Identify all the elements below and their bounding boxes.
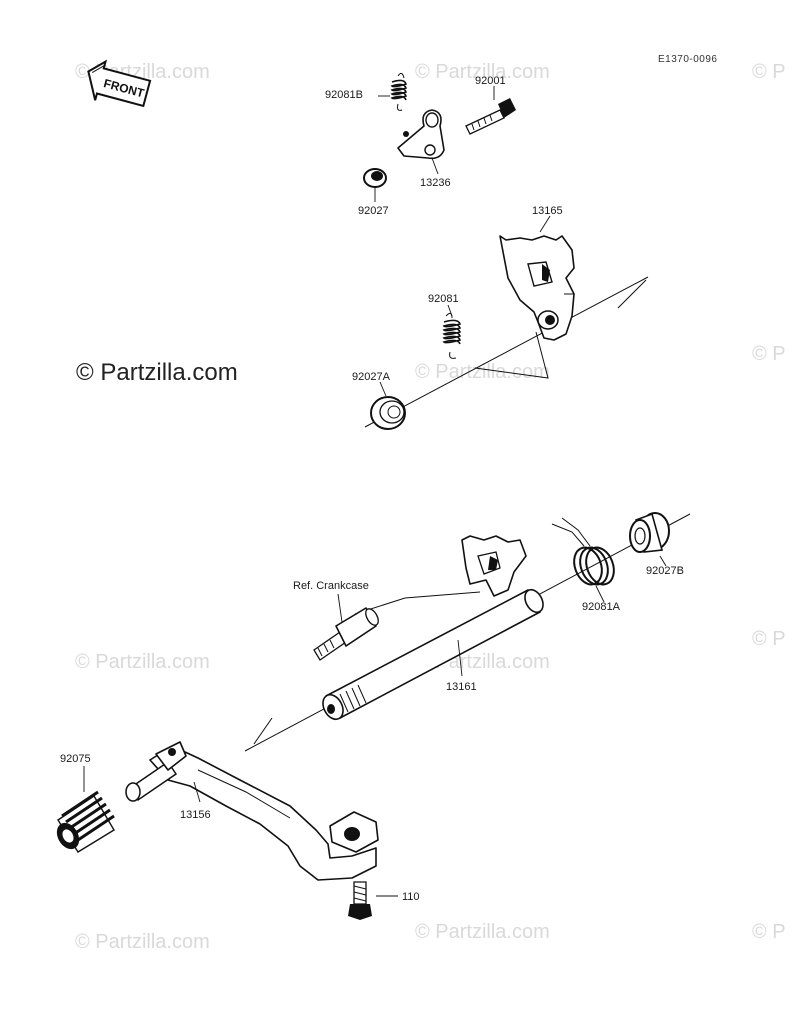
part-label: 110: [402, 891, 420, 903]
crankcase-pin-icon: [313, 607, 379, 661]
spring-92081b-icon: [390, 72, 408, 111]
front-arrow-icon: FRONT: [87, 59, 152, 108]
diagram-code: E1370-0096: [658, 54, 718, 65]
shift-arm-13165-icon: [499, 235, 575, 341]
spring-92081a-icon: [551, 517, 615, 586]
watermark: © P: [752, 343, 786, 365]
watermark: © P: [752, 628, 786, 650]
part-label: 92027A: [352, 371, 391, 383]
part-label: Ref. Crankcase: [293, 580, 369, 592]
watermark: © Partzilla.com: [415, 61, 550, 83]
lower-assembly: [244, 512, 691, 752]
part-label: 92081A: [582, 601, 621, 613]
middle-assembly: [364, 215, 649, 430]
partzilla-watermark: © Partzilla.com: [76, 359, 238, 386]
watermark: © Partzilla.com: [75, 931, 210, 953]
bolt-92001-icon: [465, 98, 516, 135]
part-label: 13161: [446, 681, 477, 693]
shift-pedal-13156-icon: [125, 741, 379, 881]
pedal-rubber-92075-icon: [56, 790, 115, 853]
collar-92027b-icon: [629, 512, 670, 553]
part-label: 92081: [428, 293, 459, 305]
stopper-lever-13236-icon: [397, 109, 445, 160]
part-label: 92075: [60, 753, 91, 765]
top-assembly: [363, 72, 516, 202]
part-label: 92027: [358, 205, 389, 217]
watermark: © Partzilla.com: [415, 361, 550, 383]
part-label: 92081B: [325, 89, 363, 101]
watermark: © Partzilla.com: [415, 921, 550, 943]
part-label: 13156: [180, 809, 211, 821]
watermark: © P: [752, 61, 786, 83]
watermark: © Partzilla.com: [75, 651, 210, 673]
part-label: 13236: [420, 177, 451, 189]
bottom-assembly: [56, 741, 398, 920]
part-label: 92027B: [646, 565, 684, 577]
shift-shaft-13161-icon: [322, 535, 544, 721]
watermark: © P: [752, 921, 786, 943]
part-label: 13165: [532, 205, 563, 217]
part-label: 92001: [475, 75, 506, 87]
watermark-layer: © Partzilla.com © Partzilla.com © P © Pa…: [75, 61, 786, 953]
spring-92081-icon: [442, 312, 462, 359]
collar-92027a-icon: [370, 396, 406, 430]
collar-92027-icon: [363, 168, 387, 188]
bolt-110-icon: [348, 881, 372, 920]
part-labels: 92081B 92001 13236 92027 13165 92081 920…: [60, 75, 684, 903]
